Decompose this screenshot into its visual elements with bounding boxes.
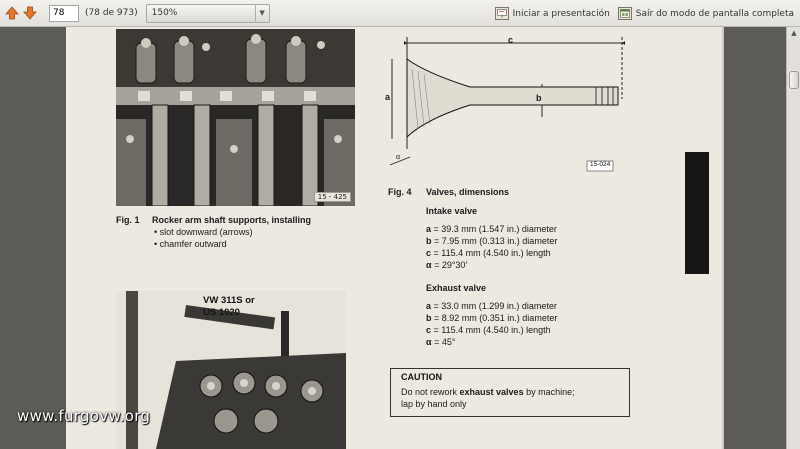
- exit-fullscreen-label: Saír do modo de pantalla completa: [635, 8, 794, 19]
- photo-label: 15 - 425: [313, 192, 351, 202]
- exhaust-row: α = 45°: [426, 337, 456, 347]
- exhaust-title: Exhaust valve: [426, 283, 487, 293]
- dim-label-b: b: [536, 93, 542, 103]
- start-presentation-button[interactable]: Iniciar a presentación: [494, 7, 610, 20]
- toolbar-right: Iniciar a presentación Saír do modo de p…: [494, 0, 794, 27]
- presentation-icon: [494, 7, 509, 20]
- fig1-bullet: • slot downward (arrows): [154, 227, 253, 237]
- caution-text: Do not rework exhaust valves by machine;…: [401, 387, 575, 409]
- caution-box: CAUTION Do not rework exhaust valves by …: [390, 368, 630, 417]
- toolbar: (78 de 973) 150% ▼ Iniciar a presentació…: [0, 0, 800, 27]
- scrollbar-thumb[interactable]: [789, 71, 799, 89]
- exit-fullscreen-icon: [617, 7, 632, 20]
- fig1-caption: Rocker arm shaft supports, installing: [151, 215, 312, 225]
- fig4-number: Fig. 4: [388, 187, 412, 197]
- diagram-label: 15-024: [590, 161, 611, 168]
- next-page-button[interactable]: [21, 3, 39, 23]
- zoom-value: 150%: [151, 8, 178, 18]
- page-number-input[interactable]: [49, 4, 79, 22]
- tool-label: VW 311S or US 1020: [203, 295, 255, 318]
- arrow-up-icon: [5, 6, 19, 20]
- start-presentation-label: Iniciar a presentación: [512, 8, 610, 19]
- previous-page-button[interactable]: [3, 3, 21, 23]
- cylinder-head-photo: [116, 291, 346, 449]
- intake-row: c = 115.4 mm (4.540 in.) length: [426, 248, 551, 258]
- chevron-down-icon: ▼: [254, 4, 269, 22]
- caution-title: CAUTION: [401, 372, 442, 382]
- intake-row: α = 29°30′: [426, 260, 468, 270]
- zoom-select[interactable]: 150% ▼: [145, 3, 270, 23]
- fig1-number: Fig. 1: [116, 215, 140, 225]
- valve-diagram: [389, 37, 625, 172]
- arrow-down-icon: [23, 6, 37, 20]
- dim-label-c: c: [508, 35, 514, 45]
- intake-row: a = 39.3 mm (1.547 in.) diameter: [426, 224, 557, 234]
- intake-row: b = 7.95 mm (0.313 in.) diameter: [426, 236, 558, 246]
- dim-label-alpha: α: [396, 154, 401, 161]
- fig1-bullet: • chamfer outward: [154, 239, 227, 249]
- exit-fullscreen-button[interactable]: Saír do modo de pantalla completa: [617, 7, 794, 20]
- section-tab-marker: [685, 152, 709, 274]
- watermark: www.furgovw.org: [17, 407, 151, 425]
- scroll-up-icon[interactable]: ▲: [791, 29, 797, 37]
- page-count-label: (78 de 973): [85, 8, 138, 18]
- dim-label-a: a: [385, 92, 391, 102]
- exhaust-row: c = 115.4 mm (4.540 in.) length: [426, 325, 551, 335]
- intake-title: Intake valve: [426, 206, 478, 216]
- vertical-scrollbar[interactable]: ▲: [786, 27, 800, 449]
- exhaust-row: b = 8.92 mm (0.351 in.) diameter: [426, 313, 558, 323]
- rocker-arm-photo: 15 - 425: [116, 29, 355, 206]
- exhaust-row: a = 33.0 mm (1.299 in.) diameter: [426, 301, 557, 311]
- document-page: 15 - 425 Fig. 1 Rocker arm shaft support…: [66, 27, 724, 449]
- fig4-caption: Valves, dimensions: [425, 187, 510, 197]
